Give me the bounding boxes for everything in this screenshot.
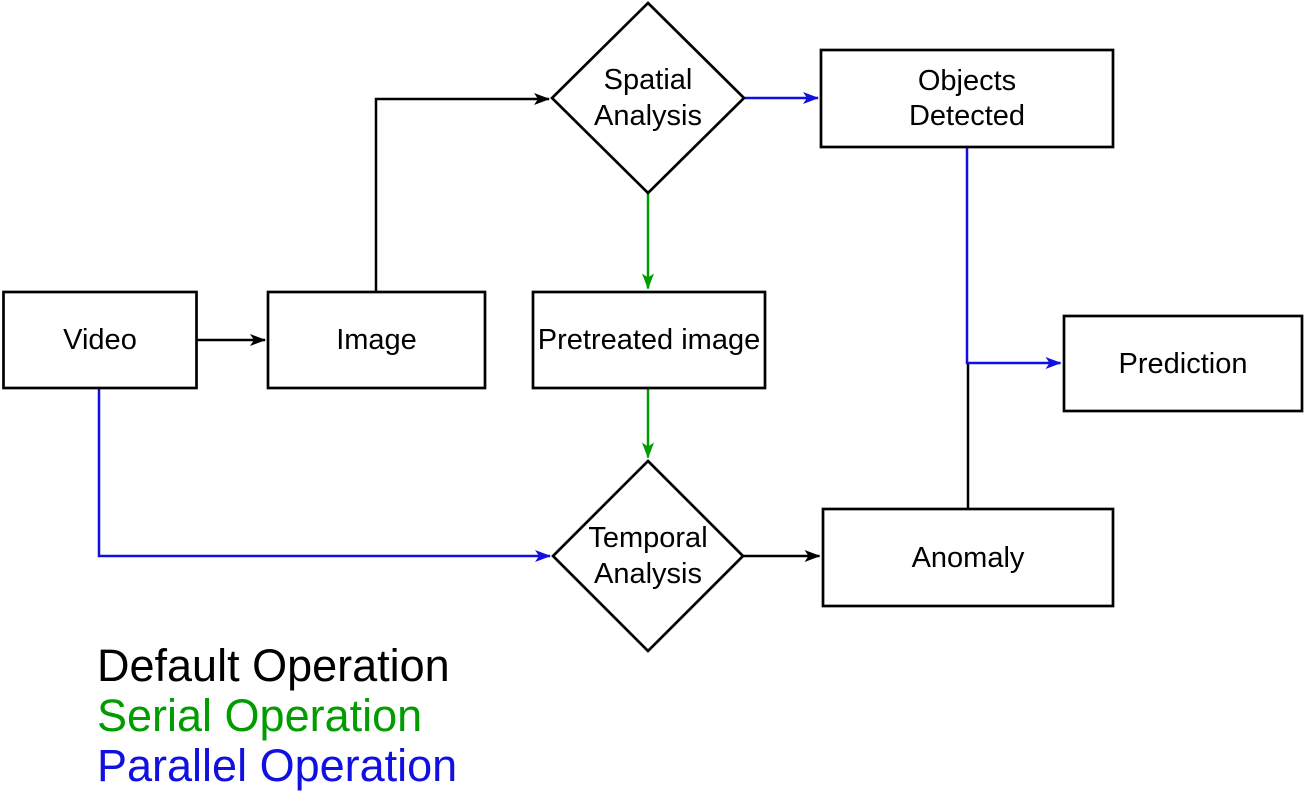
edge-objects-detected-to-prediction — [965, 147, 1062, 369]
legend: Default Operation Serial Operation Paral… — [97, 641, 457, 791]
anomaly-node-shape — [821, 507, 1115, 608]
objects-detected-node-shape — [819, 48, 1115, 149]
image-node-shape — [266, 290, 487, 390]
legend-item-serial-operation: Serial Operation — [97, 690, 423, 741]
edge-image-to-spatial-analysis — [374, 93, 550, 292]
spatial-analysis-decision-shape — [550, 1, 746, 195]
video-node-shape — [2, 290, 198, 390]
prediction-node-shape — [1062, 314, 1304, 413]
temporal-analysis-decision-shape — [551, 459, 745, 653]
edge-video-to-temporal-analysis — [97, 388, 551, 562]
pretreated-image-node-shape — [531, 290, 767, 390]
legend-item-default-operation: Default Operation — [97, 640, 450, 691]
legend-item-parallel-operation: Parallel Operation — [97, 740, 458, 791]
